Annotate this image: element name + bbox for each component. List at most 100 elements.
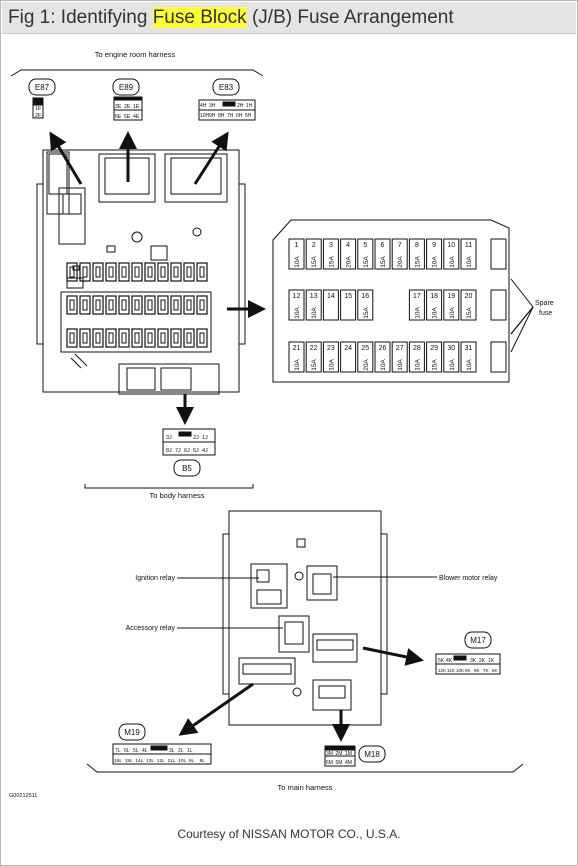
fuse-number-13: 13 — [310, 293, 318, 300]
ignition-relay-label: Ignition relay — [135, 575, 175, 582]
fuse-number-19: 19 — [447, 293, 455, 300]
fuse-slot-8 — [408, 238, 425, 270]
fuse-amp-26: 10A — [380, 359, 387, 371]
fuse-slot-27 — [391, 341, 408, 373]
fuse-amp-30: 10A — [449, 359, 456, 371]
pin-label: 10L — [178, 758, 186, 764]
pin-label: 4J — [202, 448, 208, 454]
fuse-slot-18 — [426, 289, 443, 321]
fuse-amp-1: 10A — [294, 256, 301, 268]
fuse-number-30: 30 — [447, 345, 455, 352]
pin-label: 11L — [168, 758, 176, 764]
fuse-amp-18: 10A — [432, 307, 439, 319]
fuse-slot-28 — [408, 341, 425, 373]
pin-label: 3L — [169, 748, 175, 754]
fuse-number-7: 7 — [398, 242, 402, 249]
pin-label: 10K — [456, 668, 465, 673]
fuse-amp-16: 15A — [363, 307, 370, 319]
pin-label: 1F — [35, 106, 42, 112]
fuse-slot-16 — [357, 289, 374, 321]
fuse-amp-22: 15A — [311, 359, 318, 371]
pin-label: 5H — [245, 113, 252, 119]
fuse-amp-12: 10A — [294, 307, 301, 319]
pin-label: 9H — [209, 113, 216, 119]
fuse-number-1: 1 — [295, 242, 299, 249]
pin-label: 1M — [345, 751, 352, 757]
fuse-amp-8: 15A — [414, 256, 421, 268]
fuse-slot-2 — [305, 238, 322, 270]
pin-label: 9L — [189, 758, 195, 764]
image-code: G00212511 — [9, 793, 37, 799]
fuse-number-18: 18 — [430, 293, 438, 300]
fuse-number-21: 21 — [293, 345, 301, 352]
fuse-amp-4: 20A — [346, 256, 353, 268]
pin-label: 2K — [479, 658, 486, 664]
pin-label: 5L — [133, 748, 139, 754]
pin-label: 3K — [470, 658, 477, 664]
blower-relay-label: Blower motor relay — [439, 575, 498, 582]
pin-label: 3J — [166, 435, 172, 441]
fuse-slot-11 — [460, 238, 477, 270]
fuse-amp-20: 15A — [466, 307, 473, 319]
pin-label: 6E — [115, 114, 122, 120]
fuse-amp-6: 15A — [380, 256, 387, 268]
pin-label: 1E — [133, 104, 140, 110]
body-harness-label: To body harness — [149, 491, 204, 500]
pin-label: 12L — [157, 758, 165, 764]
fuse-slot-22 — [305, 341, 322, 373]
fuse-slot-5 — [357, 238, 374, 270]
title-prefix: Fig 1: Identifying — [8, 7, 153, 28]
fuse-slot-20 — [460, 289, 477, 321]
fuse-amp-21: 10A — [294, 359, 301, 371]
pin-label: 7H — [227, 113, 234, 119]
fuse-amp-5: 15A — [363, 256, 370, 268]
connector-b5 — [162, 428, 216, 477]
fuse-number-14: 14 — [327, 293, 335, 300]
pin-label: 1H — [246, 103, 253, 109]
fuse-amp-29: 15A — [432, 359, 439, 371]
pin-label: 14L — [135, 758, 143, 764]
fuse-number-22: 22 — [310, 345, 318, 352]
fuse-number-6: 6 — [381, 242, 385, 249]
fuse-number-25: 25 — [361, 345, 369, 352]
m19-label: M19 — [124, 728, 140, 737]
pin-label: 4H — [200, 103, 207, 109]
fuse-slot-17 — [408, 289, 425, 321]
fuse-block-diagram: 110A215A315A420A515A615A720A815A910A1010… — [9, 50, 554, 799]
fuse-slot-6 — [374, 238, 391, 270]
fuse-amp-27: 10A — [397, 359, 404, 371]
fuse-slot-30 — [443, 341, 460, 373]
spare-fuse-slot — [490, 238, 507, 270]
pin-label: 6M — [326, 760, 333, 766]
title-highlight: Fuse Block — [152, 7, 247, 28]
fuse-slot-21 — [288, 341, 305, 373]
fuse-slot-29 — [426, 341, 443, 373]
fuse-number-28: 28 — [413, 345, 421, 352]
pin-label: 13L — [146, 758, 154, 764]
pin-label: 3M — [326, 751, 333, 757]
spare-fuse-slot — [490, 289, 507, 321]
main-harness-label: To main harness — [277, 783, 332, 792]
e87-label: E87 — [35, 83, 50, 92]
fuse-number-11: 11 — [465, 242, 472, 249]
pin-label: 5E — [124, 114, 131, 120]
e89-label: E89 — [119, 83, 134, 92]
pin-label: 8J — [166, 448, 172, 454]
pin-label: 1L — [187, 748, 193, 754]
fuse-slot-23 — [322, 341, 339, 373]
fuse-number-31: 31 — [465, 345, 473, 352]
fuse-number-8: 8 — [415, 242, 419, 249]
fuse-slot-19 — [443, 289, 460, 321]
fuse-amp-7: 20A — [397, 256, 404, 268]
pin-label: 11K — [447, 668, 456, 673]
fuse-slot-4 — [340, 238, 357, 270]
pin-label: 6J — [184, 448, 190, 454]
fuse-label: fuse — [539, 310, 552, 317]
fuse-number-29: 29 — [430, 345, 438, 352]
fuse-amp-23: 10A — [328, 359, 335, 371]
fuse-amp-13: 10A — [311, 307, 318, 319]
fuse-slot-10 — [443, 238, 460, 270]
fuse-slot-15 — [340, 289, 357, 321]
pin-label: 1J — [202, 435, 208, 441]
fuse-number-5: 5 — [363, 242, 367, 249]
